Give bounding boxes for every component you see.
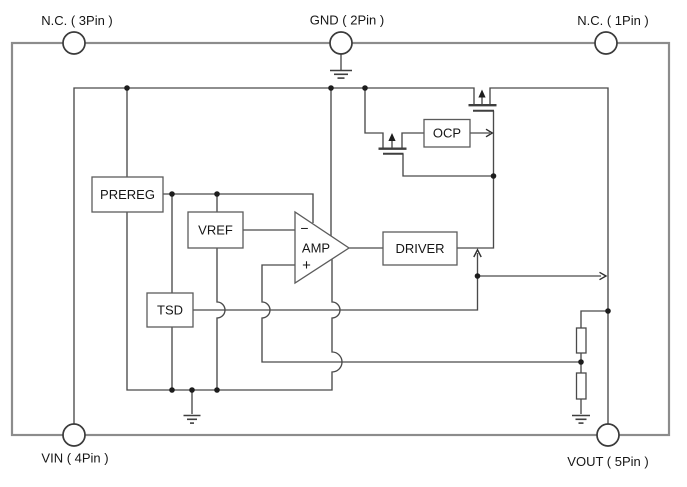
feedback-resistor-bottom [575, 372, 587, 400]
sense-mosfet-arrow-icon [388, 133, 396, 141]
junction-dots [124, 85, 611, 393]
branch-right-arrow-icon [599, 271, 608, 281]
block-label-tsd: TSD [157, 303, 183, 318]
block-label-ocp: OCP [433, 126, 461, 141]
pin-label-nc1: N.C. ( 1Pin ) [577, 13, 649, 28]
pin-nc1 [594, 31, 618, 55]
block-vref [187, 211, 244, 249]
wire-sense-fet-gate [402, 153, 494, 177]
pin-nc3 [62, 31, 86, 55]
junction-dot [490, 173, 497, 179]
pass-mosfet-arrow-icon [478, 89, 486, 98]
junction-dot [578, 359, 584, 365]
wire-vref-to-rail [216, 248, 226, 390]
amp-inverting-sign: − [300, 220, 308, 236]
pin-label-gnd2: GND ( 2Pin ) [310, 13, 384, 28]
pin-gnd2 [329, 31, 353, 55]
junction-dot [169, 191, 175, 197]
block-ocp [423, 118, 471, 148]
wire-tsd-out [193, 253, 479, 311]
junction-dot [124, 85, 130, 91]
pin-label-nc3: N.C. ( 3Pin ) [41, 13, 113, 28]
block-label-driver: DRIVER [395, 241, 444, 256]
block-label-vref: VREF [198, 223, 233, 238]
block-prereg [91, 176, 164, 213]
wire-feedback [261, 264, 581, 363]
package-outline [10, 41, 671, 437]
block-tsd [146, 292, 194, 328]
junction-dot [214, 387, 220, 393]
wire-gate-drive [457, 110, 495, 249]
ground-symbol-rail [183, 414, 201, 424]
pin-vout5 [596, 423, 620, 447]
pin-label-vout5: VOUT ( 5Pin ) [567, 454, 648, 469]
amp-noninverting-sign: + [302, 257, 311, 274]
wire-ground-rail-amp [126, 212, 343, 391]
pass-mosfet [468, 89, 497, 112]
wire-divider-top [580, 310, 608, 328]
block-label-amp: AMP [302, 241, 330, 256]
pin-vin4 [62, 423, 86, 447]
tsd-up-arrow-icon [473, 248, 482, 258]
amp-triangle [294, 210, 351, 285]
ground-symbol-gnd-pin [330, 69, 352, 79]
sense-mosfet [378, 133, 407, 155]
block-driver [382, 231, 458, 266]
junction-dot [474, 273, 481, 279]
junction-dot [362, 85, 368, 91]
block-label-prereg: PREREG [100, 187, 155, 202]
junction-dot [328, 85, 334, 91]
wires [73, 54, 609, 424]
wire-output-line [489, 87, 609, 424]
feedback-resistor-top [575, 327, 587, 354]
ocp-output-arrow-icon [485, 128, 494, 138]
pin-label-vin4: VIN ( 4Pin ) [41, 451, 108, 466]
ground-symbol-divider [572, 414, 590, 424]
junction-dot [169, 387, 175, 393]
wire-ocp-input [401, 132, 424, 148]
wire-vin-rail [73, 87, 475, 424]
wire-prereg-out [163, 193, 314, 223]
junction-dot [214, 191, 220, 197]
wire-sense-fet-supply [364, 88, 384, 148]
junction-dot [189, 387, 195, 393]
junction-dot [605, 308, 611, 314]
